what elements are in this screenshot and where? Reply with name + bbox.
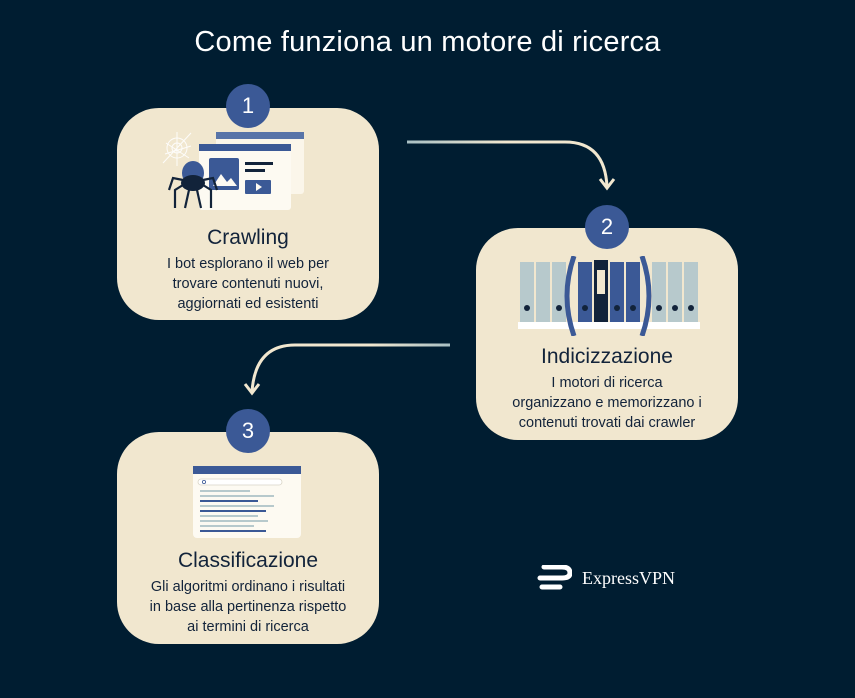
expressvpn-logo-icon <box>537 565 572 590</box>
step-card-classificazione: Classificazione Gli algoritmi ordinano i… <box>117 432 379 644</box>
step-number-badge: 2 <box>585 205 629 249</box>
page-title: Come funziona un motore di ricerca <box>194 26 661 58</box>
step-number-badge: 1 <box>226 84 270 128</box>
description-line: I motori di ricerca <box>551 375 663 391</box>
step-description: I motori di ricerca organizzano e memori… <box>476 373 738 433</box>
arrow-step2-to-step3-icon <box>243 343 450 396</box>
step-number-badge: 3 <box>226 409 270 453</box>
description-line: Gli algoritmi ordinano i risultati <box>150 579 346 595</box>
description-line: ai termini di ricerca <box>187 619 309 635</box>
description-line: aggiornati ed esistenti <box>177 296 319 312</box>
search-results-page-illustration-icon <box>193 466 301 538</box>
binders-shelf-illustration-icon <box>518 256 700 336</box>
description-line: in base alla pertinenza rispetto <box>149 599 347 615</box>
arrow-step1-to-step2-icon <box>407 140 616 191</box>
description-line: I bot esplorano il web per <box>166 256 329 272</box>
step-title: Crawling <box>207 226 289 249</box>
step-card-crawling: Crawling I bot esplorano il web per trov… <box>117 108 379 320</box>
step-description: Gli algoritmi ordinano i risultati in ba… <box>117 577 379 637</box>
expressvpn-logo: ExpressVPN <box>536 565 675 591</box>
description-line: trovare contenuti nuovi, <box>172 276 324 292</box>
spider-web-browser-illustration-icon <box>162 132 304 210</box>
step-description: I bot esplorano il web per trovare conte… <box>117 254 379 314</box>
step-title: Indicizzazione <box>541 345 673 368</box>
step-title: Classificazione <box>177 549 319 572</box>
description-line: contenuti trovati dai crawler <box>518 415 696 431</box>
step-card-indicizzazione: Indicizzazione I motori di ricerca organ… <box>476 228 738 440</box>
brand-name: ExpressVPN <box>582 567 675 588</box>
description-line: organizzano e memorizzano i <box>512 395 702 411</box>
